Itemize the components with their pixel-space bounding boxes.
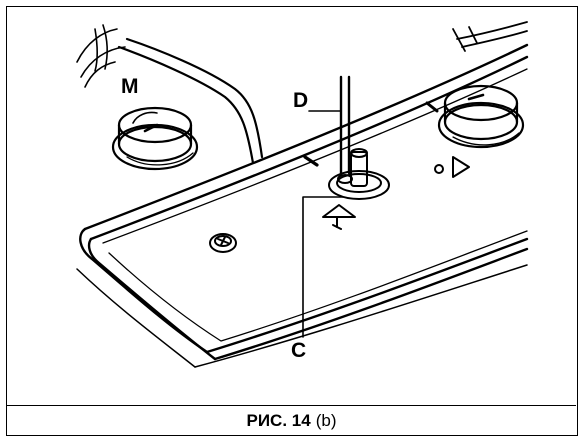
label-m: M [121, 75, 139, 98]
control-knob-right [425, 84, 525, 149]
triangle-symbol [322, 204, 356, 230]
figure-caption: РИС. 14 (b) [7, 405, 576, 435]
burner-cap-remnant [76, 24, 126, 88]
flame-symbol-right [434, 156, 470, 178]
back-edge-lines [452, 21, 528, 52]
leader-lines [302, 110, 344, 338]
indicator-tick-left [303, 155, 319, 167]
pan-support-wire [117, 37, 264, 165]
hob-control-panel-illustration: M D C [76, 21, 529, 368]
control-panel-plate [76, 43, 529, 368]
label-c: C [291, 339, 306, 362]
ignition-electrode [328, 75, 390, 200]
control-knob-m [111, 106, 199, 171]
caption-number: РИС. 14 [246, 410, 311, 430]
caption-suffix: (b) [315, 410, 337, 430]
screw-icon [209, 233, 237, 253]
label-d: D [293, 89, 308, 112]
figure-frame: M D C РИС. 14 (b) [6, 6, 578, 436]
